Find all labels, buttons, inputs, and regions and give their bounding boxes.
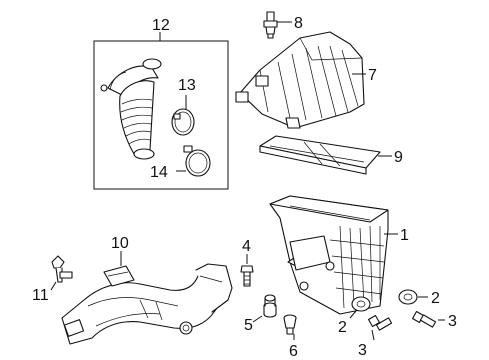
callout-6: 6 [289,343,298,360]
callout-8: 8 [294,15,303,32]
grommet-5-part [263,294,277,318]
callout-7: 7 [368,67,377,84]
callout-1: 1 [400,227,409,244]
hose-clamp-14-part [183,145,211,177]
leader-3-left [371,329,375,341]
callout-2-left: 2 [338,319,347,336]
air-inlet-duct-10-part [61,263,233,345]
callout-13: 13 [178,77,196,94]
grommet-2-right-part [398,289,418,305]
callout-3-right: 3 [448,313,457,330]
leader-2-left [349,310,357,319]
callout-14: 14 [150,164,168,181]
callout-10: 10 [111,235,129,252]
kit-frame [93,40,229,190]
leader-11 [50,281,57,291]
callout-3-left: 3 [358,342,367,359]
callout-2-right: 2 [431,290,440,307]
callout-11: 11 [32,287,49,304]
fastener-6-part [283,314,297,335]
pin-3-right-part [411,310,437,328]
air-cleaner-housing-1-part [269,195,389,315]
hose-clamp-13-part [171,108,195,136]
clip-11-part [51,255,73,283]
pin-3-left-part [367,314,393,331]
grommet-2-left-part [351,296,371,312]
callout-4: 4 [242,238,251,255]
bolt-4-part [240,265,254,287]
callout-9: 9 [394,149,403,166]
leader-5 [252,315,263,323]
air-cleaner-cover-7-part [235,31,365,129]
callout-5: 5 [244,317,253,334]
air-filter-9-part [259,135,381,175]
sensor-8-part [263,11,278,39]
intake-hose-part [100,58,162,160]
callout-12: 12 [152,17,170,34]
